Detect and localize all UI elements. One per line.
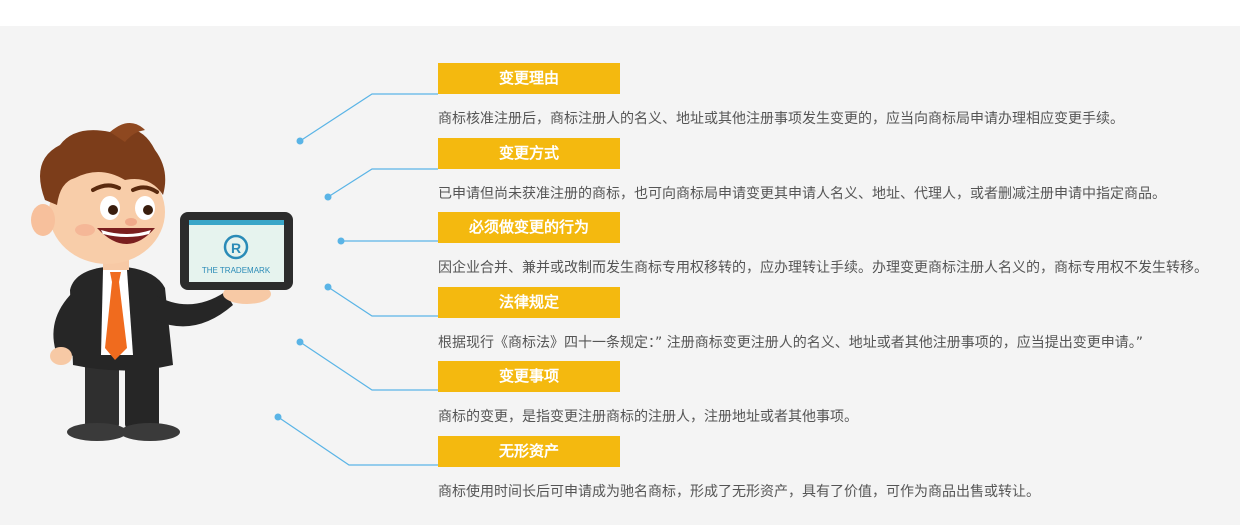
section-desc: 已申请但尚未获准注册的商标，也可向商标局申请变更其申请人名义、地址、代理人，或者… — [438, 186, 1166, 202]
section-desc: 因企业合并、兼并或改制而发生商标专用权移转的，应办理转让手续。办理变更商标注册人… — [438, 260, 1208, 276]
section-change-items: 变更事项 商标的变更，是指变更注册商标的注册人，注册地址或者其他事项。 — [438, 361, 858, 426]
section-change-method: 变更方式 已申请但尚未获准注册的商标，也可向商标局申请变更其申请人名义、地址、代… — [438, 138, 1166, 203]
section-title: 必须做变更的行为 — [438, 212, 620, 243]
tablet-brand: THE TRADEMARK — [202, 266, 271, 275]
section-change-reason: 变更理由 商标核准注册后，商标注册人的名义、地址或其他注册事项发生变更的，应当向… — [438, 63, 1124, 128]
section-desc: 根据现行《商标法》四十一条规定：” 注册商标变更注册人的名义、地址或者其他注册事… — [438, 335, 1143, 351]
section-title: 变更理由 — [438, 63, 620, 94]
section-desc: 商标使用时间长后可申请成为驰名商标，形成了无形资产，具有了价值，可作为商品出售或… — [438, 484, 1040, 500]
section-title: 变更事项 — [438, 361, 620, 392]
section-title: 无形资产 — [438, 436, 620, 467]
tablet-logo: R — [231, 240, 241, 256]
section-title: 法律规定 — [438, 287, 620, 318]
section-intangible-assets: 无形资产 商标使用时间长后可申请成为驰名商标，形成了无形资产，具有了价值，可作为… — [438, 436, 1040, 501]
section-title: 变更方式 — [438, 138, 620, 169]
section-legal-provisions: 法律规定 根据现行《商标法》四十一条规定：” 注册商标变更注册人的名义、地址或者… — [438, 287, 1143, 352]
section-desc: 商标核准注册后，商标注册人的名义、地址或其他注册事项发生变更的，应当向商标局申请… — [438, 111, 1124, 127]
section-desc: 商标的变更，是指变更注册商标的注册人，注册地址或者其他事项。 — [438, 409, 858, 425]
mascot-illustration: R THE TRADEMARK — [31, 122, 293, 441]
section-required-actions: 必须做变更的行为 因企业合并、兼并或改制而发生商标专用权移转的，应办理转让手续。… — [438, 212, 1208, 277]
